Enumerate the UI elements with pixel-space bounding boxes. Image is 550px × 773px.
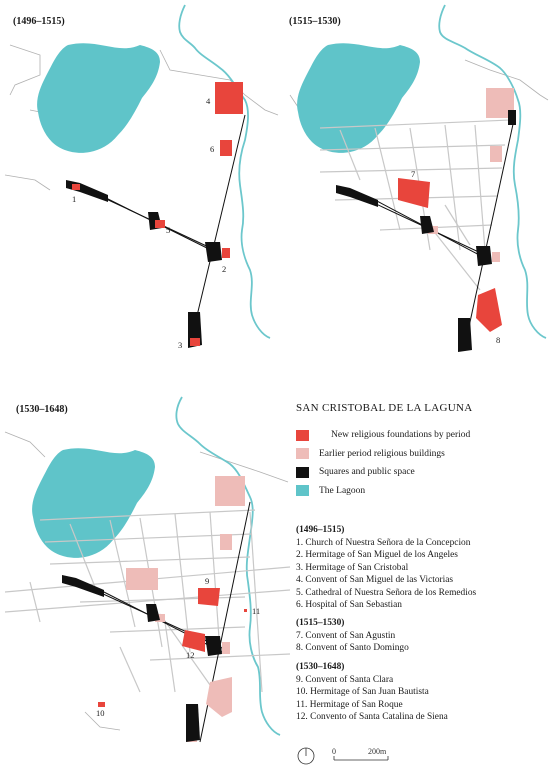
legend-item-earlier-buildings: Earlier period religious buildings [296,445,546,464]
legend-item-new-foundations: New religious foundations by period [296,426,546,445]
label-7: 7 [411,169,415,179]
list-item: 12. Convento of Santa Catalina de Siena [296,712,448,722]
squares [62,575,222,742]
list-item: 6. Hospital of San Sebastian [296,600,402,610]
period-label: (1515–1530) [289,16,341,27]
river [175,396,281,736]
legend-title: SAN CRISTOBAL DE LA LAGUNA [296,402,473,414]
scale-bar: 0 200m [296,744,426,768]
scale-start: 0 [332,747,336,756]
legend-label: Squares and public space [319,467,415,478]
legend-swatch [296,448,309,460]
label-11: 11 [252,606,260,616]
label-9: 9 [205,576,209,586]
label-10: 10 [96,708,105,718]
squares [336,110,516,352]
period-label: (1530–1648) [16,404,68,415]
earlier-buildings [126,476,245,742]
map-1515-1530: 7 8 [289,4,549,352]
label-3: 3 [178,340,182,350]
north-arrow-icon [297,747,315,765]
new-foundations [398,178,502,332]
legend-swatch [296,429,309,441]
group-heading: (1530–1648) [296,662,345,672]
legend-swatch [296,466,309,478]
map-panel-1496-1515: (1496–1515) [0,0,280,370]
squares [66,180,222,348]
list-item: 3. Hermitage of San Cristobal [296,562,409,573]
legend-label: The Lagoon [319,485,366,496]
list-group-1530-1648: (1530–1648) 9. Convent of Santa Clara 10… [296,661,448,724]
list-group-1496-1515: (1496–1515) 1. Church of Nuestra Señora … [296,524,476,612]
list-item: 11. Hermitage of San Roque [296,699,403,710]
list-item: 5. Cathedral of Nuestra Señora de los Re… [296,587,477,598]
scale-end: 200m [368,747,387,756]
label-4: 4 [206,96,211,106]
legend: SAN CRISTOBAL DE LA LAGUNA New religious… [296,402,546,500]
boundary-lines [4,431,289,731]
list-item: 9. Convent of Santa Clara [296,674,394,685]
earlier-buildings [428,88,514,350]
map-panel-1515-1530: (1515–1530) [280,0,550,370]
lagoon [37,43,160,153]
list-item: 4. Convent of San Miguel de las Victoria… [296,575,454,585]
group-heading: (1496–1515) [296,525,345,535]
lagoon [297,43,420,153]
list-item: 10. Hermitage of San Juan Bautista [296,687,429,697]
list-group-1515-1530: (1515–1530) 7. Convent of San Agustin 8.… [296,617,409,655]
map-panel-1530-1648: (1530–1648) [0,392,290,768]
map-1496-1515: 1 2 3 4 5 6 [4,4,279,350]
legend-label: New religious foundations by period [331,430,471,441]
legend-item-squares: Squares and public space [296,463,546,482]
label-12: 12 [186,650,195,660]
label-5: 5 [166,225,170,235]
new-foundations [72,82,243,346]
legend-swatch [296,485,309,497]
scale-graphic: 0 200m [297,747,389,765]
group-heading: (1515–1530) [296,618,345,628]
list-item: 8. Convent of Santo Domingo [296,643,409,653]
legend-label: Earlier period religious buildings [319,448,445,459]
lagoon [32,448,155,558]
river [178,4,271,339]
map-1530-1648: 9 10 11 12 [4,396,290,743]
list-item: 7. Convent of San Agustin [296,630,396,641]
river [438,4,547,339]
legend-item-lagoon: The Lagoon [296,482,546,501]
period-label: (1496–1515) [13,16,65,27]
list-item: 2. Hermitage of San Miguel de los Angele… [296,550,458,560]
label-2: 2 [222,264,226,274]
label-1: 1 [72,194,76,204]
list-item: 1. Church of Nuestra Señora de la Concep… [296,537,471,548]
label-6: 6 [210,144,214,154]
label-8: 8 [496,335,500,345]
new-foundations [98,588,247,707]
